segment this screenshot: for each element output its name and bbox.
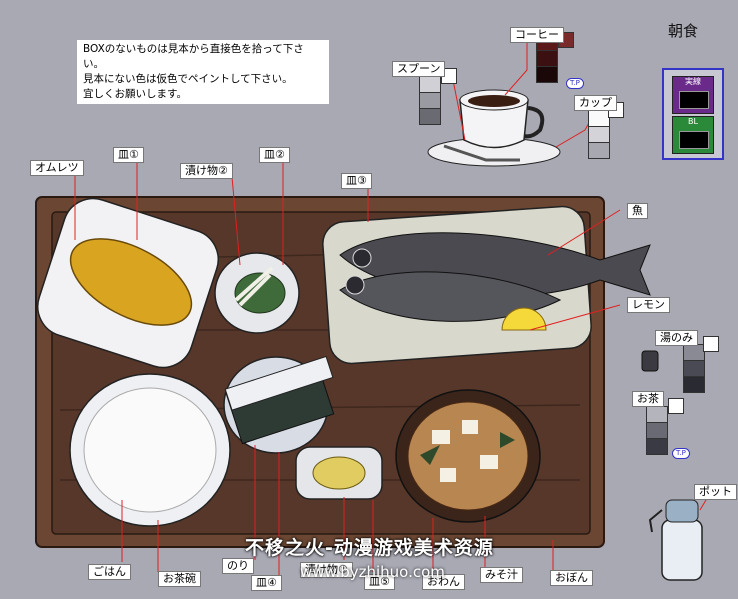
label-pot: ポット [694,484,737,500]
label-ocha: お茶 [632,391,664,407]
label-plate4: 皿④ [251,575,282,591]
yunomi-swatch-2 [683,360,705,377]
tp-mark-coffee: T.P [566,78,584,89]
label-yunomi: 湯のみ [655,330,698,346]
label-spoon: スプーン [392,61,446,77]
label-omelette: オムレツ [30,160,84,176]
nori-plate [223,355,335,454]
yunomi-swatch-3 [683,376,705,393]
miso-bowl [395,389,541,523]
spoon-swatch-1 [419,76,441,93]
coffee-swatch-3 [536,66,558,83]
note-line-1: BOXのないものは見本から直接色を拾って下さい。 [83,43,304,70]
legend-bl-line: BL [672,116,714,154]
teacup [641,350,659,372]
yunomi-chip [703,336,719,352]
coffee-cup [427,89,561,167]
spoon-swatch-2 [419,92,441,109]
instruction-note: BOXのないものは見本から直接色を拾って下さい。 見本にない色は仮色でペイントし… [77,40,329,104]
ocha-swatch-2 [646,422,668,439]
pickles-small-plate [295,446,383,500]
label-nori: のり [222,558,254,574]
cup-swatch-1 [588,110,610,127]
label-pickles1: 漬け物① [300,562,353,578]
pickles-plate [214,252,300,334]
label-owan: おわん [422,574,465,590]
legend-solid-line: 実線 [672,76,714,114]
omelette-plate [37,197,219,369]
watermark-url: www.byzhihuo.com [300,563,445,581]
label-gohan: ごはん [88,564,131,580]
label-plate2: 皿② [259,147,290,163]
ocha-chip [668,398,684,414]
legend-bottom-label: BL [688,117,698,126]
fish-plate [322,205,651,365]
label-plate5: 皿⑤ [364,574,395,590]
ocha-swatch-1 [646,406,668,423]
note-line-2: 見本にない色は仮色でペイントして下さい。 [83,73,293,85]
label-cup: カップ [574,95,617,111]
page-title: 朝食 [668,22,699,40]
legend-bottom-swatch [679,131,709,149]
watermark-text: 不移之火-动漫游戏美术资源 [245,537,494,559]
line-legend: 実線 BL [662,68,724,160]
label-misoshiru: みそ汁 [480,567,523,583]
cup-swatch-3 [588,142,610,159]
coffee-swatch-2 [536,50,558,67]
thermos-pot [648,499,703,581]
legend-top-swatch [679,91,709,109]
label-obon: おぼん [550,570,593,586]
note-line-3: 宜しくお願いします。 [83,88,187,100]
legend-top-label: 実線 [685,77,701,86]
cup-swatch-2 [588,126,610,143]
yunomi-swatch-1 [683,344,705,361]
label-plate1: 皿① [113,147,144,163]
ocha-swatch-3 [646,438,668,455]
label-coffee: コーヒー [510,27,564,43]
label-pickles2: 漬け物② [180,163,233,179]
spoon-swatch-3 [419,108,441,125]
tp-mark-ocha: T.P [672,448,690,459]
label-plate3: 皿③ [341,173,372,189]
label-fish: 魚 [627,203,648,219]
label-lemon: レモン [627,297,670,313]
rice-bowl [69,373,231,527]
label-chawan: お茶碗 [158,571,201,587]
